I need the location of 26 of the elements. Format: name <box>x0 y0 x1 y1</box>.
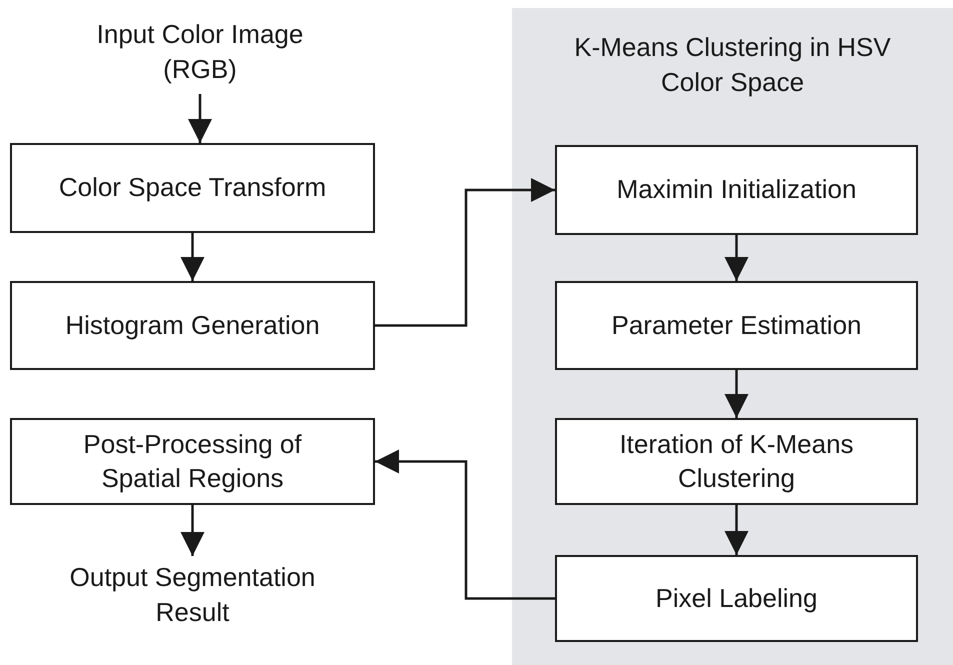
node-text: Parameter Estimation <box>612 308 862 342</box>
arrow <box>724 370 748 418</box>
group-panel <box>512 8 953 665</box>
process-box <box>555 555 918 642</box>
io-label: Output Segmentation Result <box>68 560 316 629</box>
node-text: Iteration of K-Means Clustering <box>618 428 855 494</box>
node-text: Color Space Transform <box>58 171 326 204</box>
node-text: Histogram Generation <box>65 308 320 342</box>
arrow <box>724 505 748 555</box>
process-box <box>10 418 375 505</box>
arrow <box>180 233 204 281</box>
panel-heading: K-Means Clustering in HSV Color Space <box>573 31 892 100</box>
node-text: Maximin Initialization <box>616 173 856 206</box>
arrow <box>375 450 555 600</box>
arrow <box>724 235 748 281</box>
arrow <box>188 94 212 143</box>
arrow <box>375 178 555 327</box>
process-box <box>10 281 375 370</box>
process-box <box>10 143 375 233</box>
process-box <box>555 145 918 235</box>
node-text: Pixel Labeling <box>656 582 818 615</box>
process-box <box>555 418 918 505</box>
node-text: Post-Processing of Spatial Regions <box>82 428 303 494</box>
io-label: Input Color Image (RGB) <box>96 18 304 86</box>
arrow <box>180 505 204 556</box>
process-box <box>555 281 918 370</box>
